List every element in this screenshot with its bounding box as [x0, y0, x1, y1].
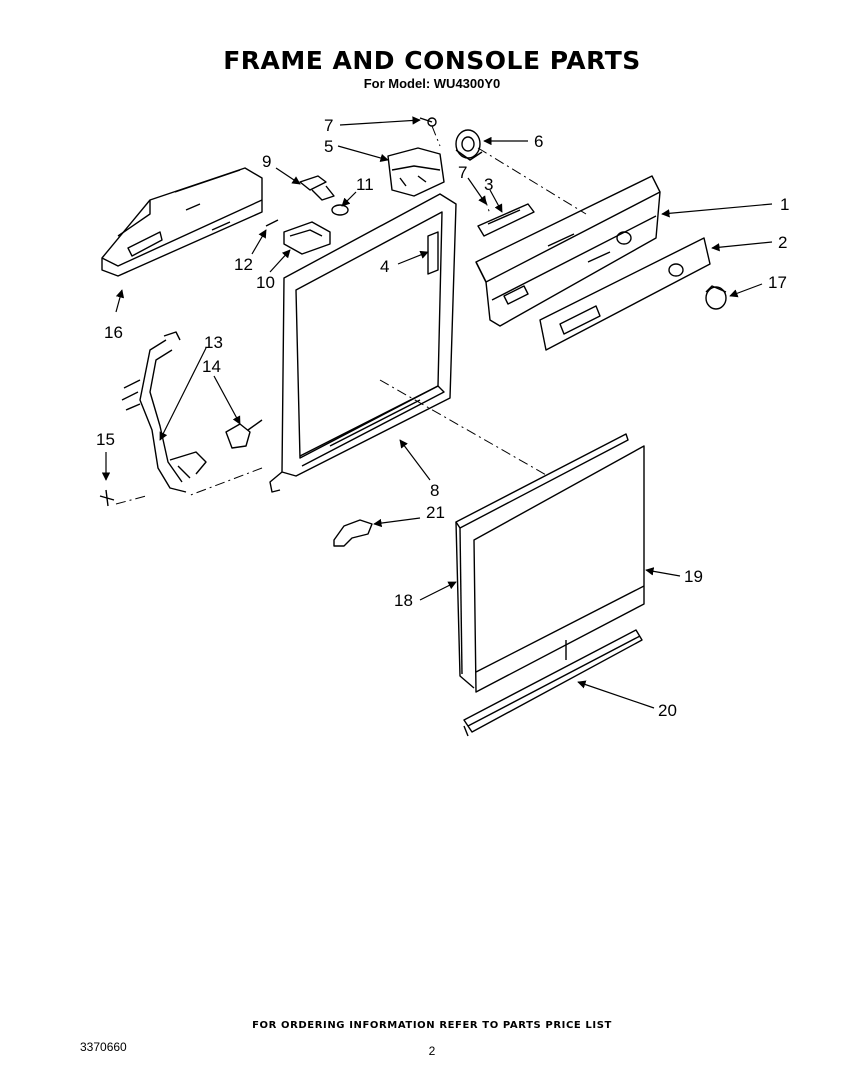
callout-3: 3 — [484, 175, 493, 194]
sensor-part-14 — [225, 419, 263, 449]
callout-12: 12 — [234, 255, 253, 274]
callout-20: 20 — [658, 701, 677, 720]
callout-14: 14 — [202, 357, 221, 376]
knob-part-6 — [455, 129, 483, 161]
callout-2: 2 — [778, 233, 787, 252]
page-title: FRAME AND CONSOLE PARTS — [223, 46, 641, 75]
callout-21: 21 — [426, 503, 445, 522]
latch-small-parts — [265, 175, 349, 255]
callout-11: 11 — [356, 175, 374, 194]
console-bracket-part-16 — [101, 167, 263, 277]
callout-18: 18 — [394, 591, 413, 610]
callout-7-top: 7 — [324, 116, 333, 135]
page-number: 2 — [428, 1044, 436, 1058]
door-panel-part-19 — [473, 445, 645, 693]
callout-1: 1 — [780, 195, 789, 214]
callout-19: 19 — [684, 567, 703, 586]
callout-15: 15 — [96, 430, 115, 449]
door-panel-part-18 — [455, 433, 629, 689]
callout-9: 9 — [262, 152, 271, 171]
document-number: 3370660 — [80, 1040, 127, 1054]
callout-16: 16 — [104, 323, 123, 342]
ordering-information-note: FOR ORDERING INFORMATION REFER TO PARTS … — [252, 1020, 612, 1031]
switch-assembly-part-5 — [387, 147, 445, 197]
alignment-lines — [115, 125, 587, 505]
wire-harness-part-13 — [121, 331, 207, 493]
callout-17: 17 — [768, 273, 787, 292]
callout-4: 4 — [380, 257, 389, 276]
callout-6: 6 — [534, 132, 543, 151]
model-subtitle: For Model: WU4300Y0 — [363, 76, 501, 91]
clip-part-21 — [333, 519, 373, 547]
bracket-part-3 — [477, 203, 535, 237]
leader-arrows — [101, 116, 773, 709]
callout-13: 13 — [204, 333, 223, 352]
screw-part-15 — [99, 489, 115, 507]
control-panel-part-1 — [475, 175, 661, 327]
callout-10: 10 — [256, 273, 275, 292]
callout-8: 8 — [430, 481, 439, 500]
knob-part-17 — [705, 285, 727, 310]
callout-7-panel: 7 — [458, 163, 467, 182]
callout-5: 5 — [324, 137, 333, 156]
screw-part-7-top — [419, 117, 437, 127]
door-frame-part-8 — [269, 193, 457, 493]
overlay-panel-part-2 — [539, 237, 711, 351]
trim-strip-part-20 — [463, 629, 643, 737]
